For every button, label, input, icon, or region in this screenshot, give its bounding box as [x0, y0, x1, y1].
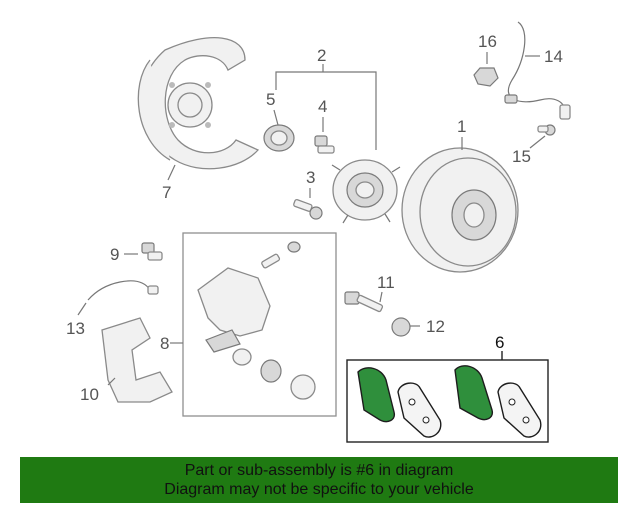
- hub-bolt-part[interactable]: [314, 135, 335, 154]
- callout-7: 7: [162, 183, 171, 202]
- caliper-housing-part[interactable]: [197, 267, 271, 353]
- hub-assembly-part[interactable]: [331, 159, 401, 224]
- brake-pad-inner-left[interactable]: [357, 367, 395, 423]
- wear-sensor-part[interactable]: [87, 280, 159, 301]
- parts-diagram: 7 2 5 4 3 1 16: [66, 21, 571, 443]
- brake-rotor-part[interactable]: [401, 147, 519, 273]
- slide-pin-part[interactable]: [344, 291, 384, 313]
- callout-12: 12: [426, 317, 445, 336]
- callout-14: 14: [544, 47, 563, 66]
- banner-line-1: Part or sub-assembly is #6 in diagram: [184, 462, 454, 479]
- caliper-bracket-part[interactable]: [101, 317, 173, 403]
- callout-16: 16: [478, 32, 497, 51]
- brake-pad-kit-box: [346, 359, 549, 443]
- dust-shield-part[interactable]: [137, 37, 260, 170]
- pin-boot-part[interactable]: [391, 317, 411, 337]
- callout-3: 3: [306, 168, 315, 187]
- callout-1: 1: [457, 117, 466, 136]
- callout-15: 15: [512, 147, 531, 166]
- piston-seal-part[interactable]: [232, 348, 316, 400]
- banner-line-2: Diagram may not be specific to your vehi…: [164, 481, 474, 498]
- hub-mount-bolt-part[interactable]: [293, 199, 323, 220]
- sensor-bolt-part[interactable]: [537, 124, 556, 136]
- callout-10: 10: [80, 385, 99, 404]
- caliper-kit-box: [182, 232, 337, 417]
- callout-11: 11: [377, 273, 395, 292]
- brake-pad-outer-left[interactable]: [397, 382, 442, 438]
- bleeder-plug-part[interactable]: [141, 242, 163, 261]
- sensor-nut-part[interactable]: [473, 67, 499, 87]
- abs-sensor-part[interactable]: [504, 21, 571, 120]
- callout-8: 8: [160, 334, 169, 353]
- guide-pin-part[interactable]: [261, 241, 301, 269]
- callout-13: 13: [66, 319, 85, 338]
- brake-pad-inner-right[interactable]: [454, 365, 493, 421]
- callout-9: 9: [110, 245, 119, 264]
- callout-2: 2: [317, 46, 326, 65]
- part-notice-banner: Part or sub-assembly is #6 in diagram Di…: [20, 457, 618, 503]
- hub-seal-part[interactable]: [263, 124, 295, 152]
- callout-4: 4: [318, 97, 327, 116]
- callout-6: 6: [495, 333, 504, 352]
- callout-5: 5: [266, 90, 275, 109]
- brake-pad-outer-right[interactable]: [497, 382, 542, 438]
